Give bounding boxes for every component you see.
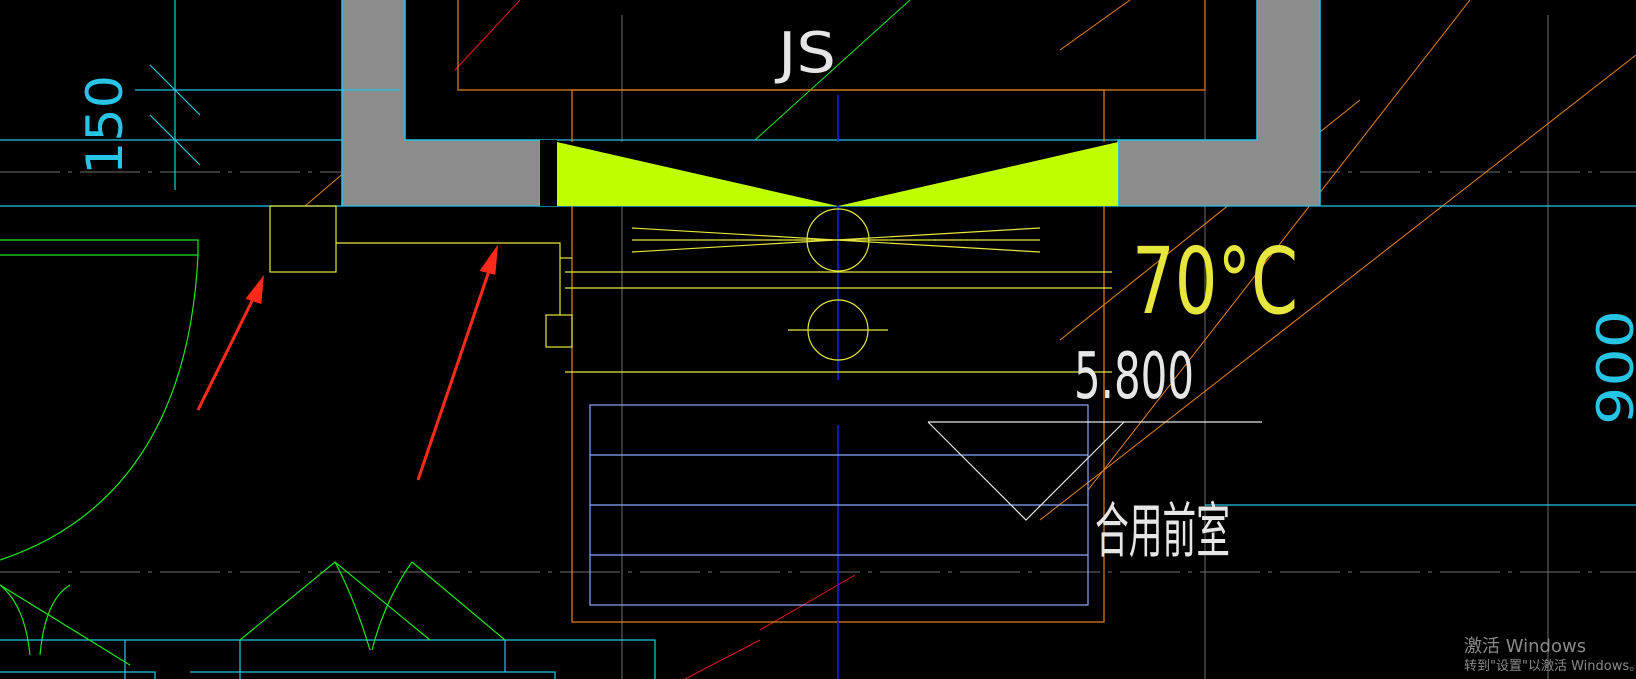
elevation-marker: [927, 421, 1262, 521]
watermark-title: 激活 Windows: [1464, 636, 1587, 657]
air-grille[interactable]: [589, 404, 1089, 606]
room-name-label: 合用前室: [1095, 497, 1230, 567]
dimension-900-label: 900: [1587, 310, 1636, 425]
dimension-150-label: 150: [76, 75, 134, 175]
red-annotation-arrows: [196, 244, 498, 481]
damper-temperature-label: 70°C: [1132, 228, 1298, 335]
shaft-tag-label: JS: [775, 21, 836, 86]
green-door-swings: [0, 239, 506, 666]
yellow-duct[interactable]: [269, 205, 573, 348]
elevation-label: 5.800: [1074, 340, 1194, 414]
fire-damper[interactable]: [557, 142, 1118, 206]
green-diagonal-line: [754, 0, 911, 141]
watermark-subtitle: 转到"设置"以激活 Windows。: [1464, 659, 1636, 674]
damper-gap: [540, 140, 557, 206]
red-diagonal-lines: [454, 0, 856, 679]
fan-valve-symbols[interactable]: [565, 208, 1112, 373]
windows-activation-watermark: 激活 Windows 转到"设置"以激活 Windows。: [1464, 636, 1636, 679]
